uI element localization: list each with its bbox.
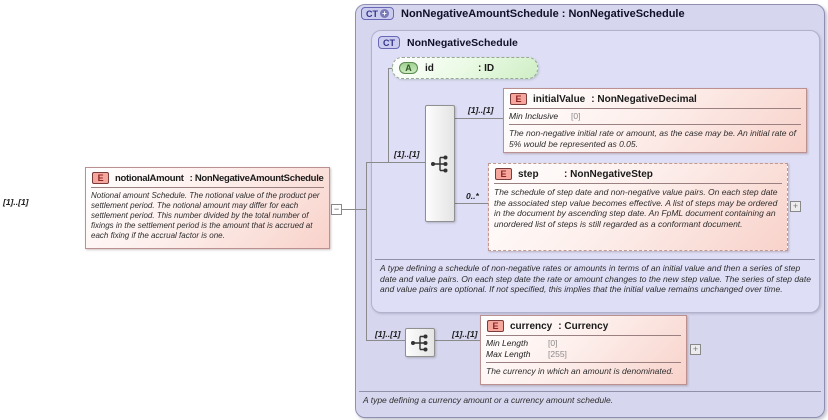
divider [359,391,821,392]
connector-line [388,68,392,69]
connector-line [366,340,405,341]
annotation-text: The non-negative initial rate or amount,… [509,124,801,149]
attribute-type: : ID [478,62,495,74]
element-notionalamount[interactable]: E notionalAmount : NonNegativeAmountSche… [85,167,330,249]
sequence-compositor [405,328,435,357]
element-title: E currency : Currency [481,316,686,335]
element-currency[interactable]: E currency : Currency Min Length [0] Max… [480,315,687,385]
annotation-text: The currency in which an amount is denom… [486,362,681,377]
divider [375,259,815,260]
facet-value: [255] [548,349,567,359]
element-name: initialValue [533,93,586,105]
expand-button[interactable]: + [790,201,801,212]
base-type-title: NonNegativeSchedule [407,36,518,49]
facet-row: Min Inclusive [0] [509,111,801,122]
base-type-header: CT NonNegativeSchedule [378,36,518,49]
complex-type-header: CT+ NonNegativeAmountSchedule : NonNegat… [361,7,685,20]
complex-type-annotation: A type defining a currency amount or a c… [363,395,614,405]
sequence-compositor [425,105,455,222]
cardinality-label: [1]..[1] [468,105,494,115]
collapse-button[interactable]: − [331,204,342,215]
element-type: : NonNegativeStep [564,168,653,180]
annotation-text: Notional amount Schedule. The notional v… [91,187,324,241]
facet-label: Min Length [486,338,529,348]
element-initialvalue[interactable]: E initialValue : NonNegativeDecimal Min … [503,88,807,153]
cardinality-label: [1]..[1] [3,197,29,207]
element-badge: E [495,168,512,180]
base-type-annotation: A type defining a schedule of non-negati… [380,263,811,294]
element-badge: E [510,93,527,105]
element-type: : NonNegativeAmountSchedule [189,172,324,184]
attribute-badge: A [399,62,418,74]
cardinality-label: [1]..[1] [452,329,478,339]
element-step[interactable]: E step : NonNegativeStep The schedule of… [488,163,788,251]
attribute-id[interactable]: A id : ID [392,57,538,79]
derived-type-plus-icon: + [380,9,389,18]
element-badge: E [487,320,504,332]
annotation-text: The schedule of step date and non-negati… [494,183,782,229]
connector-line [366,162,367,341]
cardinality-label: [1]..[1] [394,149,420,159]
attribute-name: id [425,62,434,74]
facet-row: Min Length [0] [486,338,681,349]
connector-line [455,203,488,204]
expand-button[interactable]: + [690,344,701,355]
connector-line [435,340,480,341]
base-type-badge: CT [378,36,400,49]
element-title: E initialValue : NonNegativeDecimal [504,89,806,108]
facet-value: [0] [548,338,558,348]
element-name: currency [510,320,553,332]
connector-line [366,162,372,163]
complex-type-badge: CT+ [361,7,394,20]
element-title: E notionalAmount : NonNegativeAmountSche… [86,168,329,187]
element-badge: E [92,172,109,184]
facet-row: Max Length [255] [486,349,681,360]
facet-list: Min Inclusive [0] [509,108,801,124]
cardinality-label: [1]..[1] [375,329,401,339]
element-name: notionalAmount [115,172,184,184]
connector-line [388,68,389,162]
sequence-icon [431,155,448,172]
facet-value: [0] [571,111,581,121]
facet-list: Min Length [0] Max Length [255] [486,335,681,362]
element-title: E step : NonNegativeStep [489,164,787,183]
facet-label: Min Inclusive [509,111,559,121]
element-type: : NonNegativeDecimal [591,93,697,105]
element-type: : Currency [558,320,609,332]
connector-line [372,162,425,163]
sequence-icon [411,334,428,351]
connector-line [455,118,503,119]
facet-label: Max Length [486,349,531,359]
connector-line [342,209,366,210]
cardinality-label: 0..* [466,191,479,201]
element-name: step [518,168,539,180]
complex-type-title: NonNegativeAmountSchedule : NonNegativeS… [401,7,685,20]
